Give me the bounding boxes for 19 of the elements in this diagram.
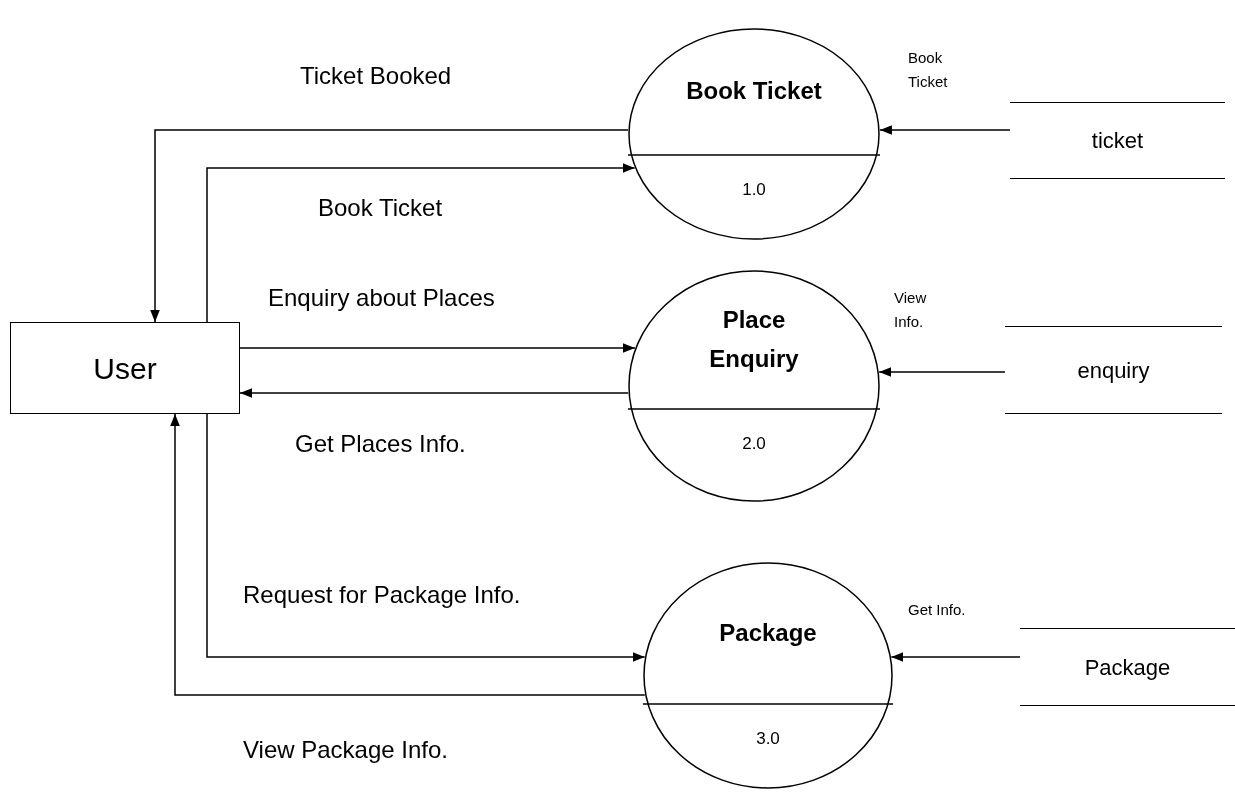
arrow [170, 413, 646, 696]
process-number: 2.0 [742, 433, 766, 455]
arrow [239, 388, 629, 398]
process-number: 3.0 [756, 728, 780, 750]
arrow [879, 125, 1011, 135]
arrow [890, 652, 1021, 662]
data-store: enquiry [1005, 326, 1222, 414]
entity-box: User [10, 322, 240, 414]
arrow [206, 163, 636, 323]
process-number: 1.0 [742, 179, 766, 201]
arrow [878, 367, 1006, 377]
process-name: Book Ticket [686, 76, 822, 107]
process-name: Package [719, 617, 817, 648]
data-store: ticket [1010, 102, 1225, 179]
data-store: Package [1020, 628, 1235, 706]
arrow [150, 129, 629, 323]
arrow [239, 343, 636, 353]
arrow [206, 413, 646, 662]
process-name: Place Enquiry [708, 305, 800, 374]
